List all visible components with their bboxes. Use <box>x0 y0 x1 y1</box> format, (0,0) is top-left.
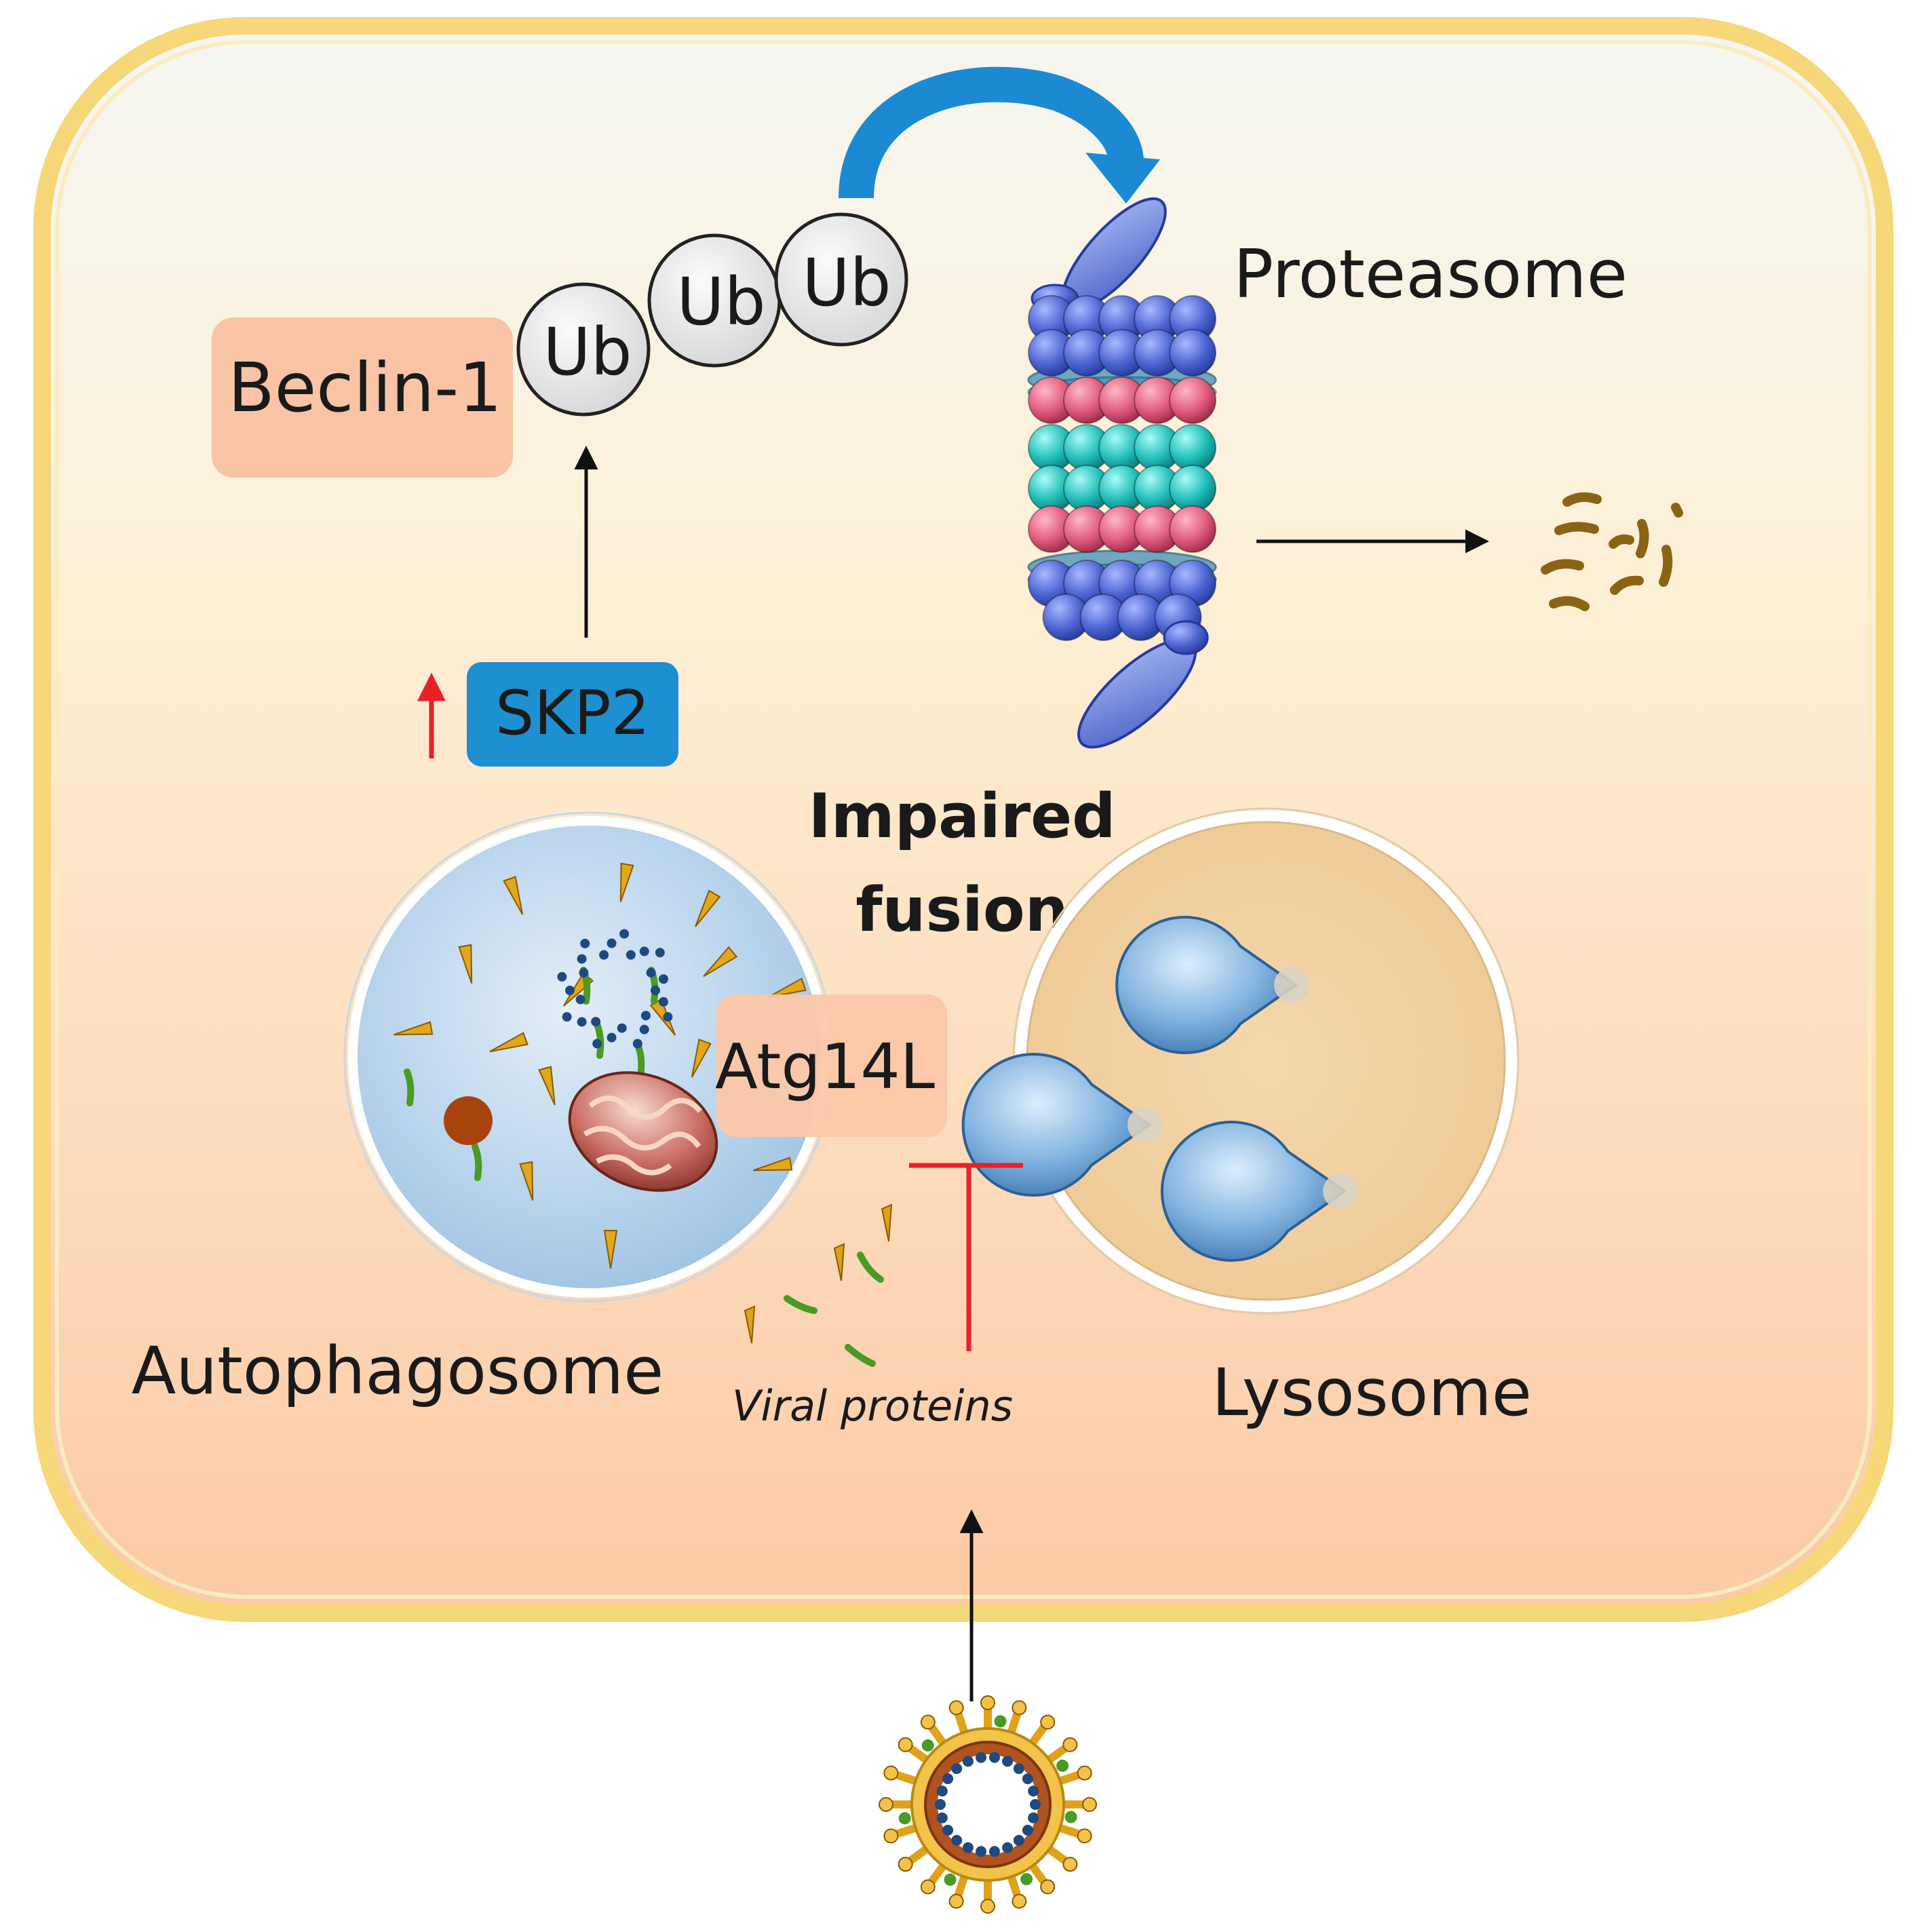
ub-circle-2: Ub <box>647 233 782 368</box>
protease-icon <box>1160 1121 1358 1262</box>
inhibition-symbol <box>909 1163 1023 1351</box>
virus-icon <box>879 1695 1097 1914</box>
beclin-1-label: Beclin-1 <box>228 348 502 427</box>
cargo-dot <box>444 1096 493 1145</box>
atg14l-label: Atg14L <box>715 1030 935 1103</box>
svg-text:Ub: Ub <box>802 245 891 321</box>
ub-circle-1: Ub <box>516 282 651 417</box>
proteasome-icon <box>1027 197 1217 749</box>
curved-arrow-to-proteasome <box>839 66 1160 204</box>
protease-icon <box>1115 916 1309 1054</box>
protease-icon <box>961 1053 1163 1197</box>
atg14l-box: Atg14L <box>715 994 947 1137</box>
skp2-box: SKP2 <box>467 662 678 767</box>
svg-text:Ub: Ub <box>543 314 632 390</box>
skp2-label: SKP2 <box>495 678 650 749</box>
proteasome-label: Proteasome <box>1233 236 1628 313</box>
ub-circle-3: Ub <box>774 212 908 347</box>
impaired-fusion-line-2: fusion <box>855 874 1069 946</box>
svg-text:Ub: Ub <box>676 264 765 340</box>
beclin-1-box: Beclin-1 <box>212 317 513 478</box>
lysosome-label: Lysosome <box>1212 1355 1532 1431</box>
autophagosome-label: Autophagosome <box>132 1333 664 1409</box>
impaired-fusion-line-1: Impaired <box>808 781 1115 852</box>
mitochondrion-icon <box>568 1071 718 1192</box>
peptide-fragments-icon <box>1541 492 1683 611</box>
autophagosome <box>343 811 834 1302</box>
ubiquitin-chain: Ub Ub Ub <box>516 212 908 417</box>
viral-proteins-label: Viral proteins <box>732 1381 1013 1431</box>
lysosome <box>961 807 1520 1315</box>
viral-proteins-icon <box>744 1203 893 1367</box>
